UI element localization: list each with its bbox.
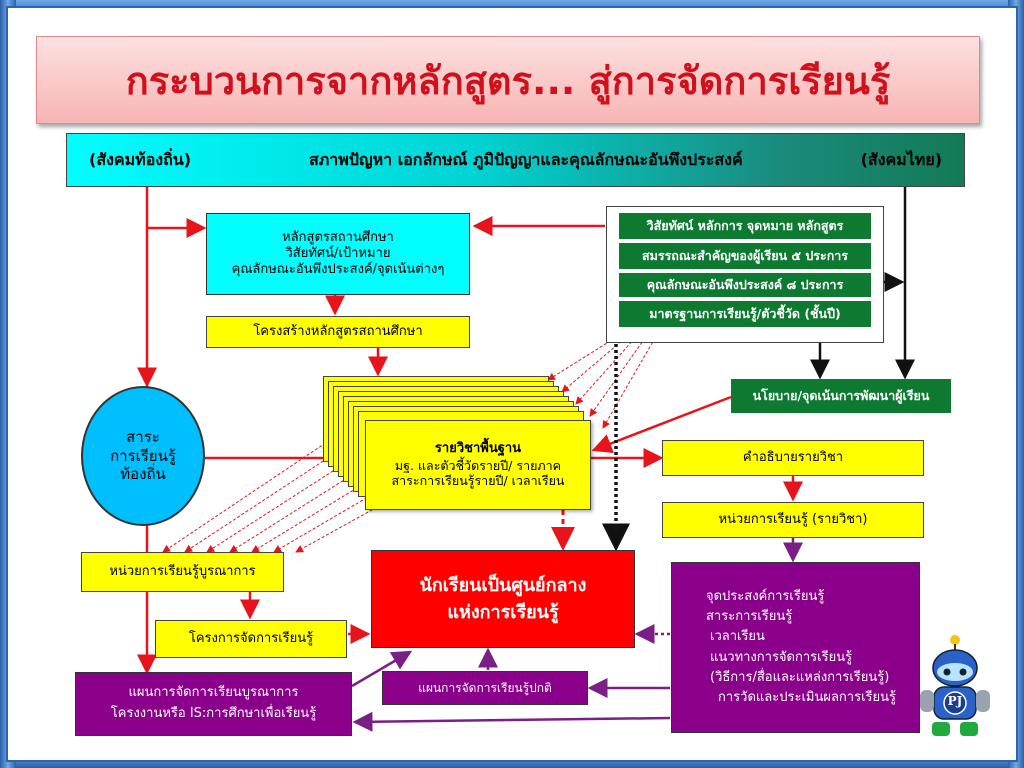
plan-content: สาระการเรียนรู้	[706, 609, 793, 625]
mascot-badge: PJ	[947, 694, 963, 708]
thai-society-label: (สังคมไทย)	[860, 150, 942, 169]
integrated-plan-line2: โครงงานหรือ IS:การศึกษาเพื่อเรียนรู้	[110, 706, 317, 721]
local-content-line1: สาระ	[126, 427, 160, 446]
integrated-plan-box: แผนการจัดการเรียนบูรณาการ โครงงานหรือ IS…	[75, 672, 352, 736]
normal-plan-box: แผนการจัดการเรียนรู้ปกติ	[382, 671, 588, 705]
learning-project-box: โครงการจัดการเรียนรู้	[155, 620, 347, 658]
core-item-standards: มาตรฐานการเรียนรู้/ตัวชี้วัด (ชั้นปี)	[619, 301, 871, 327]
local-content-line3: ท้องถิ่น	[120, 465, 166, 484]
lesson-plan-box: จุดประสงค์การเรียนรู้ สาระการเรียนรู้ เว…	[671, 562, 920, 733]
plan-approach: แนวทางการจัดการเรียนรู้	[710, 649, 853, 665]
slide-title: กระบวนการจากหลักสูตร... สู่การจัดการเรีย…	[36, 36, 980, 124]
local-content-line2: การเรียนรู้	[110, 446, 176, 465]
plan-time: เวลาเรียน	[710, 629, 765, 645]
plan-assessment: การวัดและประเมินผลการเรียนรู้	[718, 689, 896, 705]
context-label: สภาพปัญหา เอกลักษณ์ ภูมิปัญญาและคุณลักษณ…	[308, 150, 743, 169]
core-item-competency: สมรรถณะสำคัญของผู้เรียน ๕ ประการ	[619, 243, 871, 269]
local-society-label: (สังคมท้องถิ่น)	[89, 150, 192, 169]
basic-subject-content: สาระการเรียนรู้รายปี/ เวลาเรียน	[391, 473, 565, 489]
integrated-plan-line1: แผนการจัดการเรียนบูรณาการ	[128, 685, 299, 701]
school-curriculum-vision: วิสัยทัศน์/เป้าหมาย	[285, 245, 391, 261]
school-curriculum-title: หลักสูตรสถานศึกษา	[282, 229, 394, 245]
basic-subject-standards: มฐ. และตัวชี้วัดรายปี/ รายภาค	[394, 457, 562, 473]
learning-unit-box: หน่วยการเรียนรู้ (รายวิชา)	[662, 502, 924, 538]
policy-box: นโยบาย/จุดเน้นการพัฒนาผู้เรียน	[731, 379, 951, 413]
core-item-vision: วิสัยทัศน์ หลักการ จุดหมาย หลักสูตร	[619, 213, 871, 239]
student-center-box: นักเรียนเป็นศูนย์กลาง แห่งการเรียนรู้	[371, 550, 635, 648]
plan-objective: จุดประสงค์การเรียนรู้	[706, 589, 825, 605]
integrated-unit-box: หน่วยการเรียนรู้บูรณาการ	[81, 552, 284, 592]
basic-subject-box: รายวิชาพื้นฐาน มฐ. และตัวชี้วัดรายปี/ รา…	[365, 420, 591, 510]
basic-subject-title: รายวิชาพื้นฐาน	[434, 441, 522, 457]
student-center-line2: แห่งการเรียนรู้	[447, 602, 559, 623]
school-curriculum-attributes: คุณลักษณะอันพึงประสงค์/จุดเน้นต่างๆ	[231, 262, 445, 278]
student-center-line1: นักเรียนเป็นศูนย์กลาง	[419, 575, 587, 596]
curriculum-structure-box: โครงสร้างหลักสูตรสถานศึกษา	[206, 316, 470, 348]
core-curriculum-panel: วิสัยทัศน์ หลักการ จุดหมาย หลักสูตร สมรร…	[606, 206, 884, 343]
robot-mascot-icon	[920, 635, 990, 736]
core-item-attributes: คุณลักษณะอันพึงประสงค์ ๘ ประการ	[619, 273, 871, 297]
school-curriculum-box: หลักสูตรสถานศึกษา วิสัยทัศน์/เป้าหมาย คุ…	[206, 213, 470, 295]
course-description-box: คำอธิบายรายวิชา	[662, 440, 924, 476]
local-content-circle: สาระ การเรียนรู้ ท้องถิ่น	[81, 386, 205, 526]
context-band: (สังคมท้องถิ่น) สภาพปัญหา เอกลักษณ์ ภูมิ…	[66, 133, 965, 187]
plan-methods: (วิธีการ/สื่อและแหล่งการเรียนรู้)	[710, 669, 890, 685]
